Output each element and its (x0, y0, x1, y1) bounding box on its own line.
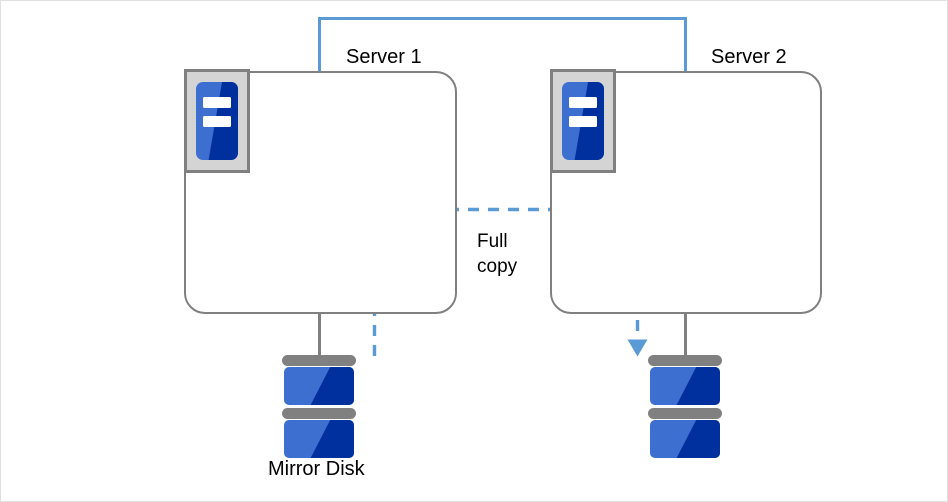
disk-platter-body (650, 420, 720, 458)
disk-stack-icon-1[interactable] (282, 355, 356, 458)
server-bay-slot-2 (203, 116, 231, 127)
interconnect-line (318, 17, 687, 71)
server-1-label: Server 1 (346, 46, 422, 68)
disk-platter-shade (676, 420, 720, 458)
disk-platter-bar (282, 408, 356, 419)
server-bay-slot-1 (569, 97, 597, 108)
server-bay-icon-server-2 (550, 69, 616, 173)
disk-platter-body (650, 367, 720, 405)
mirror-disk-label: Mirror Disk (268, 458, 365, 480)
disk-platter-body (284, 367, 354, 405)
disk-platter-body (284, 420, 354, 458)
full-copy-label-line2: copy (477, 256, 518, 277)
disk-platter-shade (310, 420, 354, 458)
full-copy-label-line1: Full (477, 231, 508, 252)
server-bay-glyph-2 (562, 82, 604, 160)
server-bay-slot-1 (203, 97, 231, 108)
disk-platter-bar (648, 355, 722, 366)
server-bay-icon-server-1 (184, 69, 250, 173)
down-arrow-icon (627, 339, 648, 357)
server-2-label: Server 2 (711, 46, 787, 68)
disk-stack-icon-2[interactable] (648, 355, 722, 458)
disk-platter-shade (310, 367, 354, 405)
disk-platter-shade (676, 367, 720, 405)
server-bay-slot-2 (569, 116, 597, 127)
disk-platter-bar (282, 355, 356, 366)
full-copy-arrow (372, 207, 648, 357)
disk-platter-bar (648, 408, 722, 419)
server-bay-glyph-1 (196, 82, 238, 160)
